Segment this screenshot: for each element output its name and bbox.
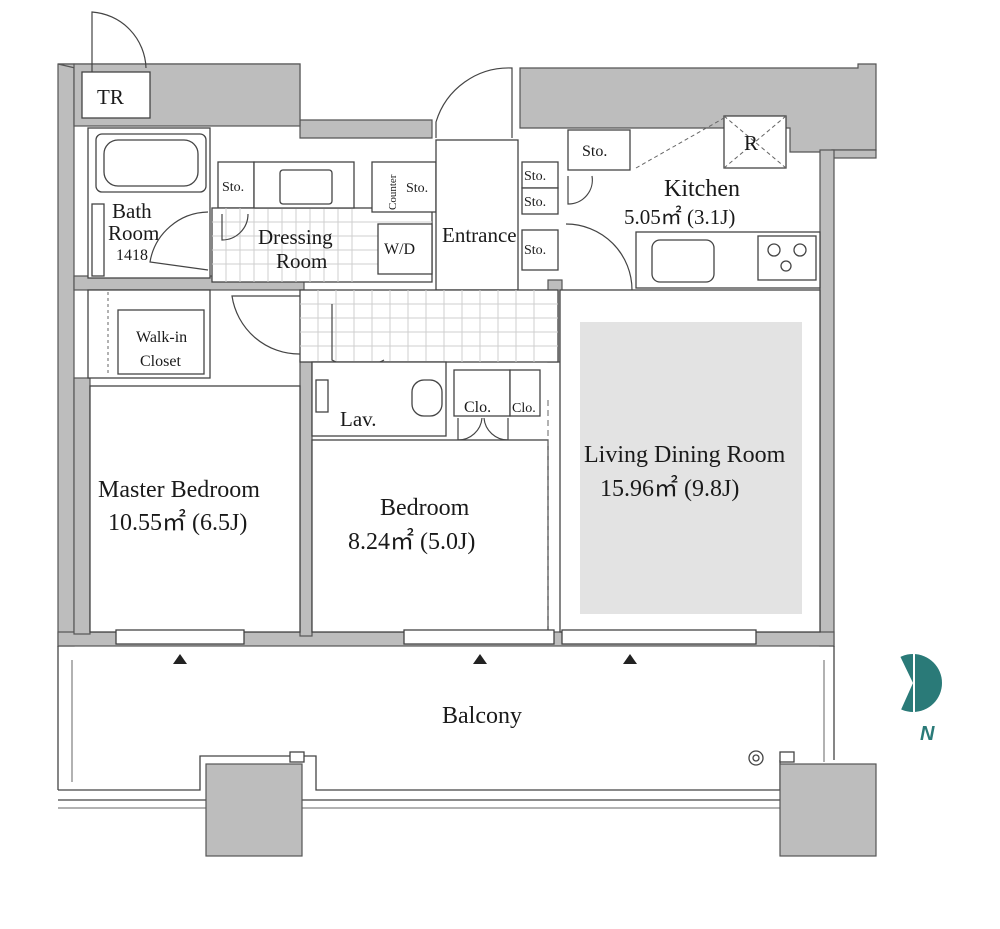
- clo-2-label: Clo.: [512, 401, 536, 416]
- tr-label: TR: [97, 85, 124, 109]
- bath-label-2: Room: [108, 221, 159, 245]
- kitchen-sto-door[interactable]: [567, 175, 593, 205]
- closet-door-1[interactable]: [457, 417, 483, 441]
- sto-entrance-3: Sto.: [524, 243, 546, 258]
- tr-door[interactable]: [91, 11, 147, 72]
- living-dining-room: Living Dining Room 15.96㎡ (9.8J): [559, 289, 821, 633]
- compass-north-label: N: [920, 723, 935, 745]
- walkin-label-2: Closet: [140, 353, 181, 370]
- kitchen-area: 5.05㎡ (3.1J): [624, 205, 735, 229]
- walkin-closet: Walk-in Closet: [87, 289, 211, 379]
- master-bedroom: Master Bedroom 10.55㎡ (6.5J): [89, 385, 301, 633]
- bedroom-label: Bedroom: [380, 495, 470, 521]
- living-area: 15.96㎡ (9.8J): [600, 475, 739, 502]
- master-bedroom-label: Master Bedroom: [98, 477, 260, 503]
- master-door[interactable]: [231, 295, 301, 355]
- refrigerator-label: R: [744, 131, 758, 155]
- bedroom: Bedroom 8.24㎡ (5.0J): [311, 400, 549, 633]
- north-compass: N: [878, 654, 942, 745]
- lav-label: Lav.: [340, 407, 377, 431]
- bath-door[interactable]: [149, 211, 209, 271]
- clo-1-label: Clo.: [464, 399, 491, 416]
- wd-label: W/D: [384, 241, 415, 258]
- entrance-label: Entrance: [442, 223, 517, 247]
- lav: Lav. Clo. Clo.: [311, 361, 541, 441]
- bedroom-area: 8.24㎡ (5.0J): [348, 528, 475, 555]
- walkin-label: Walk-in: [136, 329, 187, 346]
- sto-entrance-1: Sto.: [524, 169, 546, 184]
- bath-room: Bath Room 1418 Sto.: [87, 127, 255, 279]
- kitchen: Sto. R Kitchen 5.05㎡ (3.1J): [565, 115, 821, 357]
- balcony: Balcony: [57, 646, 877, 857]
- sto-kitchen-label: Sto.: [582, 143, 607, 160]
- dressing-door[interactable]: [221, 213, 249, 241]
- dressing-label-2: Room: [276, 249, 327, 273]
- dressing-label: Dressing: [258, 225, 333, 249]
- living-label: Living Dining Room: [584, 442, 786, 468]
- dressing-room: Counter Sto. Dressing Room W/D: [211, 161, 437, 283]
- balcony-label: Balcony: [442, 703, 522, 729]
- counter-label: Counter: [387, 174, 399, 210]
- tr-room: TR: [81, 11, 151, 119]
- entrance-door[interactable]: [435, 67, 513, 138]
- bath-code: 1418: [116, 247, 148, 264]
- sto-bath-label: Sto.: [222, 180, 244, 195]
- kitchen-label: Kitchen: [664, 176, 740, 202]
- sto-entrance-2: Sto.: [524, 195, 546, 210]
- entrance: Entrance Sto. Sto. Sto.: [435, 67, 559, 291]
- closet-door-2[interactable]: [483, 417, 509, 441]
- windows: [115, 629, 757, 664]
- sto-counter-label: Sto.: [406, 181, 428, 196]
- master-bedroom-area: 10.55㎡ (6.5J): [108, 509, 247, 536]
- hallway: [231, 289, 559, 368]
- bath-label: Bath: [112, 199, 152, 223]
